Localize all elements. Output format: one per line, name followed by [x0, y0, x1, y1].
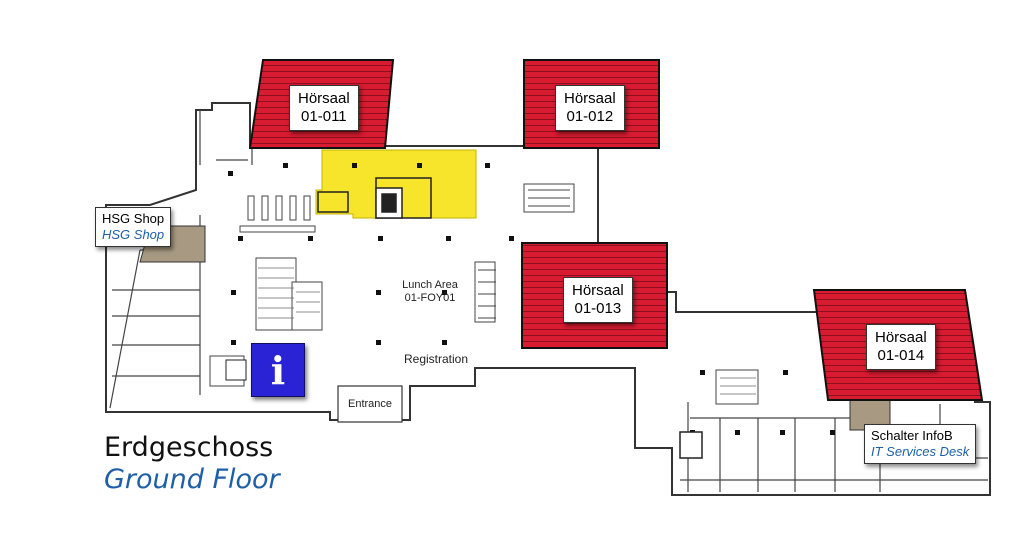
room-label-01-014[interactable]: Hörsaal 01-014 [866, 324, 936, 370]
shop-label[interactable]: HSG Shop HSG Shop [95, 207, 172, 247]
room-name: Hörsaal [875, 329, 927, 346]
entrance-label: Entrance [347, 398, 393, 410]
staircase [209, 257, 759, 459]
room-name: Hörsaal [572, 282, 624, 299]
bench-lines [478, 189, 570, 319]
room-code: 01-014 [877, 347, 925, 364]
room-name: Hörsaal [564, 90, 616, 107]
room-label-01-012[interactable]: Hörsaal 01-012 [555, 85, 625, 131]
registration-label: Registration [403, 352, 469, 366]
floor-title-de: Erdgeschoss [104, 432, 274, 463]
floor-title: Erdgeschoss Ground Floor [104, 432, 280, 496]
stair-steps [258, 267, 756, 395]
room-code: 01-011 [301, 108, 347, 125]
room-label-01-011[interactable]: Hörsaal 01-011 [289, 85, 359, 131]
room-code: 01-013 [574, 300, 622, 317]
floor-title-en: Ground Floor [104, 464, 280, 495]
room-code: 01-012 [566, 108, 614, 125]
lunch-area-code: 01-FOY01 [404, 292, 456, 304]
desk-label-en: IT Services Desk [871, 444, 970, 459]
room-name: Hörsaal [298, 90, 350, 107]
desk-label[interactable]: Schalter InfoB IT Services Desk [864, 424, 977, 464]
info-glyph: i [270, 347, 286, 393]
desk-label-de: Schalter InfoB [871, 428, 953, 443]
info-icon[interactable]: i [251, 343, 305, 397]
shop-label-de: HSG Shop [102, 211, 165, 226]
room-label-01-013[interactable]: Hörsaal 01-013 [563, 277, 633, 323]
lunch-area-label: Lunch Area 01-FOY01 [394, 279, 466, 305]
entrance-porch [337, 385, 403, 423]
lunch-area-name: Lunch Area [402, 279, 458, 291]
food-counter [317, 177, 432, 219]
shop-label-en: HSG Shop [102, 227, 165, 242]
